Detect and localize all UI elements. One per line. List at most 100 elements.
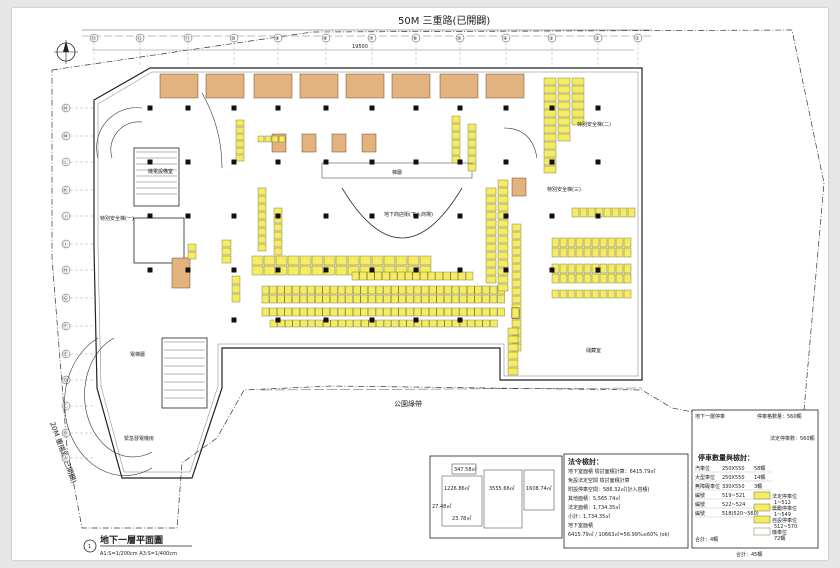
parking-stall <box>571 93 585 102</box>
parking-stall <box>627 207 636 218</box>
parking-stall <box>467 131 477 140</box>
site-boundary <box>51 29 825 529</box>
parking-stall <box>623 237 632 248</box>
parking-stall <box>557 85 571 94</box>
parking-stall <box>257 203 267 212</box>
parking-stall <box>407 255 420 266</box>
parking-stall <box>299 255 312 266</box>
grid-col-label: ⑤ <box>457 36 461 42</box>
grid-row-bubble <box>61 103 71 113</box>
parking-stall <box>507 367 519 376</box>
column <box>275 267 281 273</box>
parking-stall <box>257 211 267 220</box>
parking-stall <box>451 147 461 156</box>
parking-stall <box>429 294 437 304</box>
parking-row-size: 330X550 <box>722 484 745 490</box>
parking-stall <box>271 135 279 143</box>
column <box>369 317 375 323</box>
column <box>147 105 153 111</box>
parking-stall <box>450 271 458 281</box>
parking-stall <box>382 271 390 281</box>
legend-value: 1~512 <box>774 500 791 506</box>
parking-stall <box>543 149 557 158</box>
grid-row-label: Ⓔ <box>63 351 68 358</box>
grid-col-label: ② <box>595 36 600 42</box>
parking-stall <box>273 239 283 248</box>
parking-stall <box>427 271 436 281</box>
grid-row-bubble <box>61 401 71 411</box>
parking-stall <box>615 289 624 299</box>
parking-stall <box>591 289 600 299</box>
parking-stall <box>511 271 522 280</box>
parking-stall <box>419 255 432 266</box>
parking-stall <box>497 259 509 268</box>
shop-unit <box>391 73 431 99</box>
parking-stall <box>615 273 624 284</box>
shop-unit <box>439 73 479 99</box>
parking-stall <box>485 211 497 220</box>
parking-row-count: 3輛 <box>754 483 762 490</box>
shop-unit <box>361 133 377 153</box>
column <box>457 267 463 273</box>
column <box>457 317 463 323</box>
north-arrow-icon <box>54 40 78 64</box>
parking-stall <box>603 207 612 218</box>
parking-stall <box>559 289 568 299</box>
parking-stall <box>451 131 461 140</box>
parking-stall <box>485 219 497 228</box>
parking-stall <box>459 319 468 328</box>
parking-stall <box>435 271 443 281</box>
parking-stall <box>571 101 585 110</box>
parking-stall <box>375 294 384 304</box>
column <box>457 213 463 219</box>
parking-stall <box>345 285 353 295</box>
grid-col-label: ⑬ <box>91 35 96 42</box>
parking-stall <box>543 93 557 102</box>
parking-stall <box>475 319 483 328</box>
grid-row-label: Ⓘ <box>63 241 68 248</box>
column <box>413 317 419 323</box>
parking-stall <box>345 307 353 317</box>
parking-stall <box>273 247 283 256</box>
parking-stall <box>436 294 444 304</box>
parking-stall <box>383 307 391 317</box>
parking-stall <box>474 294 482 304</box>
parking-stall <box>451 285 460 295</box>
legend-swatch <box>753 515 771 524</box>
column <box>275 105 281 111</box>
parking-stall <box>395 255 408 266</box>
column <box>185 159 191 165</box>
parking-stall <box>583 247 592 258</box>
parking-stall <box>543 85 557 94</box>
parking-stall <box>257 135 265 143</box>
grid-row-bubble <box>61 185 71 195</box>
grid-col-label: ⑦ <box>369 36 374 42</box>
parking-title: 停車數量與檢討： <box>698 453 754 462</box>
parking-stall <box>543 125 557 134</box>
parking-stall <box>623 247 632 258</box>
legend-swatch <box>753 491 771 500</box>
grid-col-label: ③ <box>549 36 553 42</box>
parking-stall <box>420 271 428 281</box>
parking-stall <box>543 77 557 86</box>
lobby-label: 梯廳 <box>392 169 402 176</box>
site-cell-5: 27.48㎡ <box>432 503 451 510</box>
column <box>231 317 237 323</box>
parking-stall <box>360 294 368 304</box>
parking-stall <box>599 247 608 258</box>
parking-stall <box>335 265 348 276</box>
parking-stall <box>467 294 475 304</box>
column <box>503 213 509 219</box>
parking-stall <box>507 343 519 352</box>
parking-stall <box>413 285 422 295</box>
parking-stall <box>511 239 522 248</box>
column <box>369 105 375 111</box>
grid-row-bubble <box>61 453 71 463</box>
parking-stall <box>383 255 396 266</box>
parking-footer-1: 合計：4輛 <box>695 536 718 543</box>
grid-row-label: Ⓜ <box>63 133 68 140</box>
parking-stall <box>607 289 616 299</box>
